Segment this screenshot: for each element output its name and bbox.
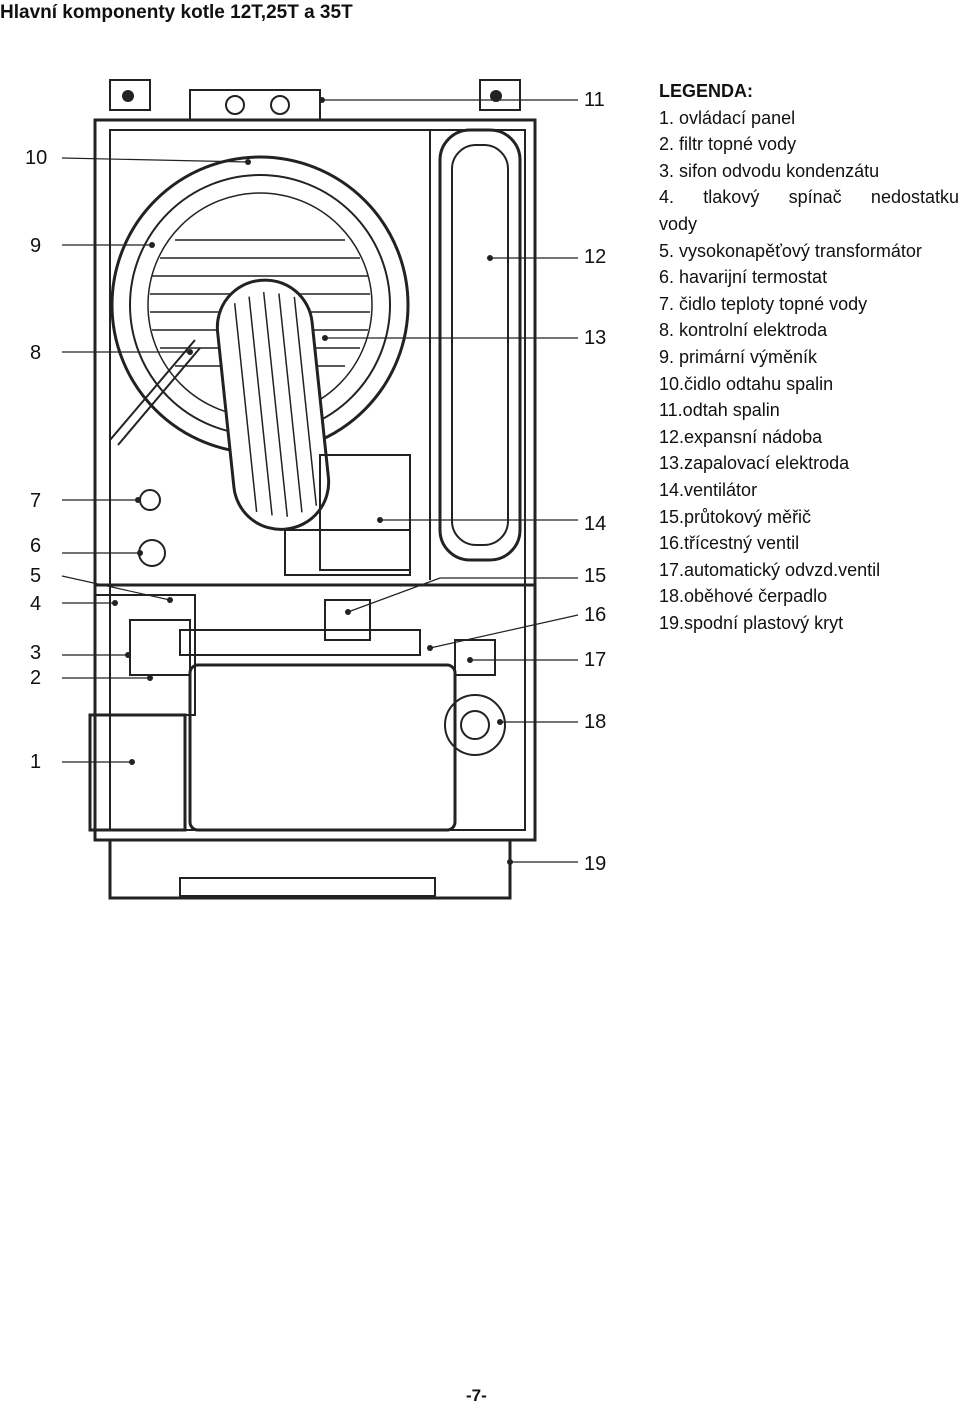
legend-item: 10.čidlo odtahu spalin [659,373,834,394]
fan-unit [319,454,411,571]
legend-item: 6. havarijní termostat [659,267,828,288]
legend-item: 5. vysokonapěťový transformátor [659,240,922,261]
legend-item: 2. filtr topné vody [659,134,797,155]
flow-meter [324,599,371,641]
callout-3: 3 [30,642,42,664]
fan-duct [215,278,331,531]
legend-item: 9. primární výměník [659,346,818,367]
legend-item: vody [659,213,698,234]
legend-item: 17.automatický odvzd.ventil [659,559,881,580]
leader-5 [61,575,171,601]
callout-7: 7 [30,490,42,512]
boiler-diagram [61,79,579,900]
callout-12: 12 [584,246,607,268]
legend-item: 3. sifon odvodu kondenzátu [659,160,880,181]
legend-item: 8. kontrolní elektroda [659,320,828,341]
callout-16: 16 [584,604,607,626]
callout-13: 13 [584,327,607,349]
legend: LEGENDA: 1. ovládací panel 2. filtr topn… [659,78,959,636]
callout-15: 15 [584,565,607,587]
leader-15b [347,577,441,613]
electronics-box [188,663,457,832]
callout-5: 5 [30,565,42,587]
callout-8: 8 [30,342,42,364]
callout-1: 1 [30,751,42,773]
legend-item: 19.spodní plastový kryt [659,612,844,633]
legend-item: 11.odtah spalin [659,400,780,421]
circulation-pump [444,694,506,756]
callout-9: 9 [30,235,42,257]
legend-item: 15.průtokový měřič [659,506,812,527]
legend-item: 14.ventilátor [659,479,758,500]
mounting-bracket-right [479,79,521,111]
leader-16 [429,614,579,649]
sensor-7 [139,489,161,511]
callout-2: 2 [30,667,42,689]
control-panel [88,713,187,832]
callout-10: 10 [25,147,48,169]
page-title: Hlavní komponenty kotle 12T,25T a 35T [0,2,353,23]
legend-item: 1. ovládací panel [659,107,796,128]
legend-item: 13.zapalovací elektroda [659,453,850,474]
callout-4: 4 [30,593,42,615]
legend-item: 12.expansní nádoba [659,426,823,447]
auto-air-vent [454,639,496,676]
expansion-vessel [438,128,522,562]
legend-title: LEGENDA: [659,81,753,101]
callout-19: 19 [584,853,607,875]
page-number: -7- [466,1386,487,1405]
leader-10 [61,157,249,163]
bottom-cover [108,838,512,900]
callout-6: 6 [30,535,42,557]
callout-18: 18 [584,711,607,733]
mounting-bracket-left [109,79,151,111]
flue-connector [189,89,321,121]
legend-item: 16.třícestný ventil [659,533,800,554]
legend-item: 18.oběhové čerpadlo [659,586,828,607]
callout-17: 17 [584,649,607,671]
legend-item: 4. tlakový spínač nedostatku [659,187,959,208]
callout-14: 14 [584,513,607,535]
callout-11: 11 [584,89,605,111]
legend-item: 7. čidlo teploty topné vody [659,293,868,314]
